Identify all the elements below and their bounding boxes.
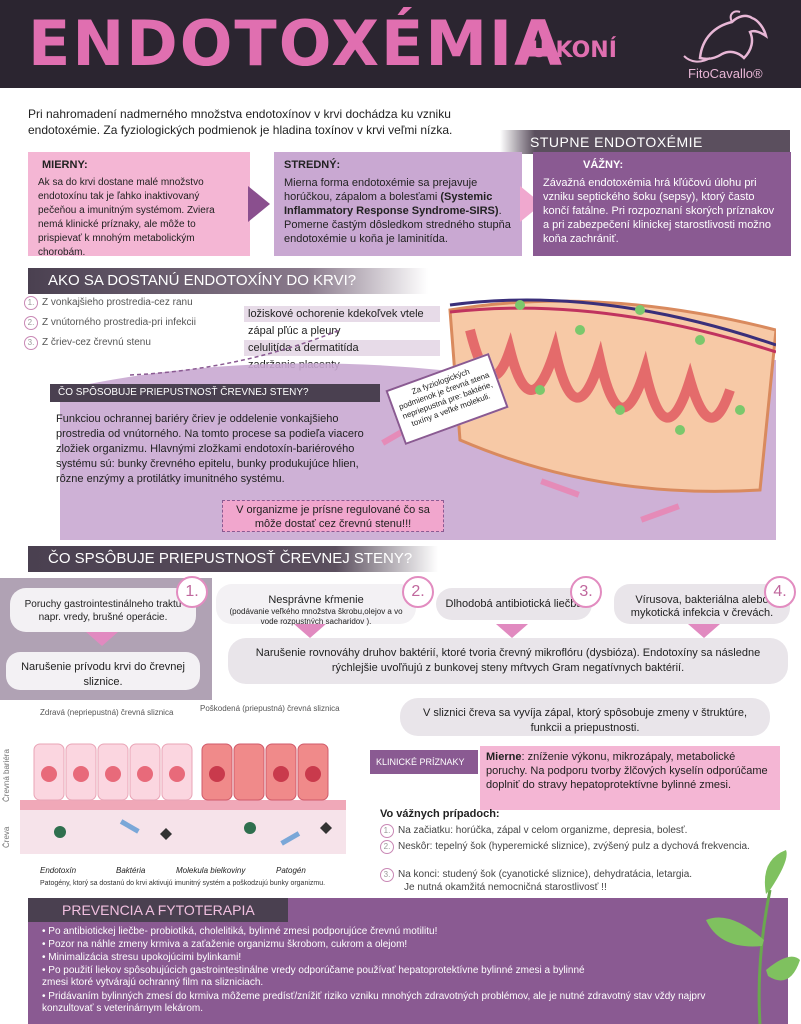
stage-moderate-card: STREDNÝ: Mierna forma endotoxémie sa pre… — [274, 152, 522, 256]
inflammation-box: V sliznici čreva sa vyvíja zápal, ktorý … — [400, 698, 770, 736]
prevention-banner: PREVENCIA A FYTOTERAPIA — [28, 898, 288, 922]
dysbiosis-box: Narušenie rovnováhy druhov baktérií, kto… — [228, 638, 788, 684]
arrow-down-icon — [86, 632, 118, 646]
clinical-item: 3.Na konci: studený šok (cyanotické sliz… — [380, 868, 760, 882]
legend-pathogen: Patogén — [276, 866, 306, 875]
cause-card-3: Dlhodobá antibiotická liečba — [436, 588, 592, 620]
clinical-severe-title: Vo vážnych prípadoch: — [380, 808, 500, 820]
infection-item: ložiskové ochorenie kdekoľvek vtele — [244, 306, 440, 322]
infection-item: celulitída a dermatitída — [244, 340, 440, 356]
prevention-item: • Pozor na náhle zmeny krmiva a zaťaženi… — [42, 939, 408, 950]
causes-banner: ČO SPSÔBUJE PRIEPUSTNOSŤ ČREVNEJ STENY? — [28, 546, 438, 572]
stage-severe-title: VÁŽNY: — [583, 159, 624, 171]
cause-card-2: Nesprávne kŕmenie (podávanie veľkého mno… — [216, 584, 416, 626]
clinical-urgent: Je nutná okamžitá nemocničná starostlivo… — [404, 882, 607, 893]
blood-supply-box: Narušenie prívodu krvi do črevnej slizni… — [6, 652, 200, 690]
stages-banner: STUPNE ENDOTOXÉMIE — [500, 130, 790, 154]
cause-card-4: Vírusova, bakteriálna alebo mykotická in… — [614, 584, 790, 624]
arrow-down-icon — [688, 624, 720, 638]
cause-number-badge: 4. — [764, 576, 796, 608]
permeability-subtitle: ČO SPÔSOBUJE PRIEPUSTNOSŤ ČREVNEJ STENY? — [50, 384, 380, 402]
page-title: ENDOTOXÉMIA — [28, 7, 565, 80]
legend-bacteria: Baktéria — [116, 866, 146, 875]
intro-text: Pri nahromadení nadmerného množstva endo… — [28, 107, 453, 137]
mucosa-diagram — [20, 743, 346, 854]
barrier-label: Črevná bariéra — [2, 749, 11, 802]
cause-number-badge: 2. — [402, 576, 434, 608]
intestine-illustration — [60, 298, 776, 540]
prevention-item: • Po antibiotickej liečbe- probiotiká, c… — [42, 926, 438, 937]
route-item: 1.Z vonkajšieho prostredia-cez ranu — [24, 296, 193, 310]
horse-logo-icon — [683, 10, 768, 63]
regulated-note: V organizme je prísne regulované čo sa m… — [222, 500, 444, 532]
how-banner: AKO SA DOSTANÚ ENDOTOXÍNY DO KRVI? — [28, 268, 428, 294]
clinical-mild-box: Mierne: zníženie výkonu, mikrozápaly, me… — [480, 746, 780, 810]
clinical-item: 2.Neskôr: tepelný šok (hyperemické slizn… — [380, 840, 760, 854]
header-bar — [0, 0, 801, 88]
stage-moderate-title: STREDNÝ: — [284, 159, 341, 171]
legend-protein: Molekula bielkoviny — [176, 866, 246, 875]
stage-mild-text: Ak sa do krvi dostane malé množstvo endo… — [38, 177, 215, 258]
herb-leaf-icon — [706, 850, 800, 1024]
legend-endotoxin: Endotoxín — [40, 866, 77, 875]
clinical-item: 1.Na začiatku: horúčka, zápal v celom or… — [380, 824, 780, 838]
brand-name: FitoCavallo® — [688, 66, 763, 81]
prevention-item: • Minimalizácia stresu upokojúcimi bylin… — [42, 952, 242, 963]
prevention-item: • Pridávaním bylinných zmesí do krmiva m… — [42, 991, 706, 1014]
route-item: 3.Z čriev-cez črevnú stenu — [24, 336, 151, 350]
infection-item: zápal pľúc a pleury — [244, 323, 440, 339]
cause-card-1: Poruchy gastrointestinálneho traktu napr… — [10, 588, 196, 632]
arrow-down-icon — [294, 624, 326, 638]
prevention-panel: PREVENCIA A FYTOTERAPIA • Po antibiotick… — [28, 898, 788, 1024]
stage-mild-title: MIERNY: — [42, 159, 88, 171]
page-subtitle: U KONÍ — [530, 38, 617, 63]
stage-moderate-text: Mierna forma endotoxémie sa prejavuje ho… — [284, 177, 511, 245]
stage-severe-text: Závažná endotoxémia hrá kľúčovú úlohu pr… — [543, 177, 775, 245]
stage-severe-card: VÁŽNY: Závažná endotoxémia hrá kľúčovú ú… — [533, 152, 791, 256]
gut-label: Čreva — [2, 826, 11, 848]
healthy-mucosa-label: Zdravá (nepriepustná) črevná sliznica — [40, 708, 174, 717]
cause-number-badge: 1. — [176, 576, 208, 608]
permeability-text: Funkciou ochrannej bariéry čriev je odde… — [56, 413, 364, 485]
arrow-right-icon — [248, 186, 270, 222]
arrow-down-icon — [496, 624, 528, 638]
prevention-item: • Po použití liekov spôsobujúcich gastro… — [42, 965, 585, 988]
diagram-caption: Patogény, ktorý sa dostanú do krvi aktiv… — [40, 880, 326, 887]
route-item: 2.Z vnútorného prostredia-pri infekcii — [24, 316, 196, 330]
cause-number-badge: 3. — [570, 576, 602, 608]
clinical-banner: KLINICKÉ PRÍZNAKY — [370, 750, 478, 774]
damaged-mucosa-label: Poškodená (priepustná) črevná sliznica — [200, 704, 340, 713]
stage-mild-card: MIERNY: Ak sa do krvi dostane malé množs… — [28, 152, 250, 258]
